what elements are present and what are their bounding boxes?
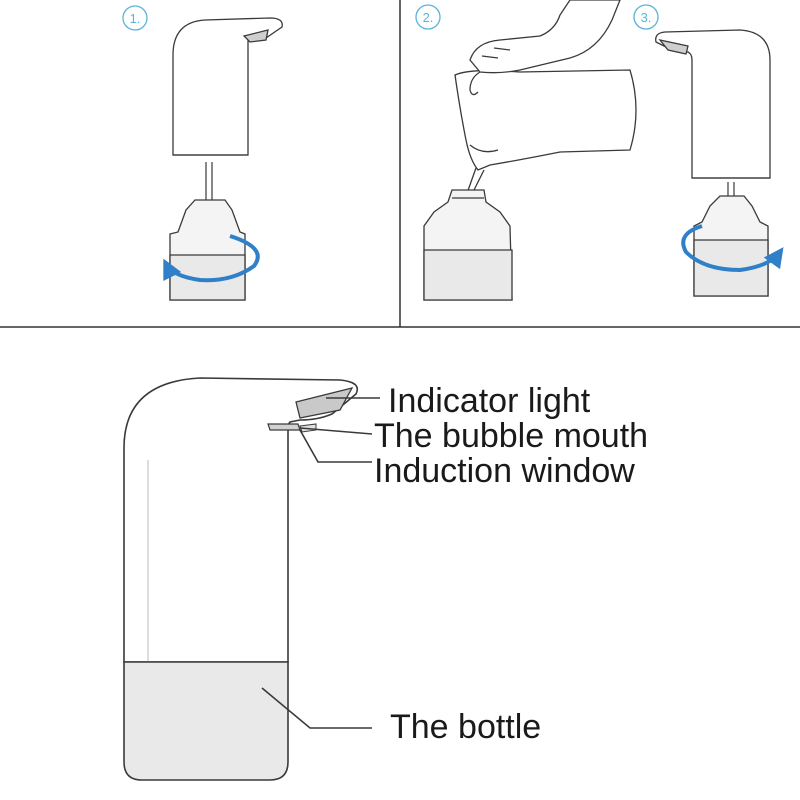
indicator-light: [295, 387, 354, 419]
step-3-panel: 3.: [633, 4, 784, 297]
step-3-number: 3.: [641, 10, 652, 25]
dispenser-bottle: [123, 661, 289, 781]
bottle-label: The bottle: [390, 708, 541, 746]
step-1-panel: 1.: [122, 5, 283, 301]
step-1-pump-head: [172, 17, 283, 156]
step-1-number: 1.: [130, 11, 141, 26]
step-3-bottle: [693, 195, 769, 297]
step-1-rotate-arrow-icon: [163, 234, 260, 283]
induction-window-label: Induction window: [374, 452, 635, 490]
panel-frame: [0, 0, 800, 328]
step-1-tube: [205, 162, 213, 200]
step-1-bottle: [169, 199, 246, 301]
bubble-mouth: [267, 423, 301, 431]
step-2-refill-pouch: [454, 69, 637, 171]
step-1-badge: 1.: [122, 5, 148, 31]
hand-icon: [469, 0, 621, 96]
step-2-number: 2.: [423, 10, 434, 25]
step-3-rotate-arrow-icon: [681, 224, 784, 273]
step-2-badge: 2.: [415, 4, 441, 30]
step-3-badge: 3.: [633, 4, 659, 30]
step-3-pump-head: [655, 29, 771, 179]
main-dispenser: [123, 377, 359, 781]
step-2-panel: 2.: [415, 0, 637, 301]
bottle-leader: [261, 687, 372, 729]
bubble-mouth-label: The bubble mouth: [374, 417, 648, 455]
dispenser-body: [123, 377, 359, 663]
callout-lines: [261, 397, 380, 729]
bubble-mouth-leader: [299, 427, 373, 435]
induction-window-leader: [299, 429, 372, 463]
indicator-light-label: Indicator light: [388, 382, 591, 420]
step-2-bottle: [423, 189, 513, 301]
